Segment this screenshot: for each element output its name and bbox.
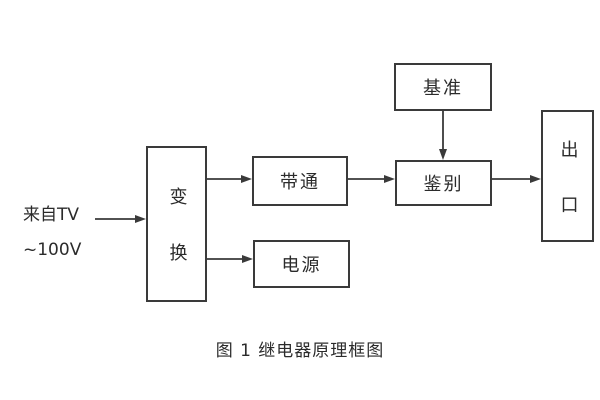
source-label: 来自TV ~100V: [23, 198, 81, 268]
arrow-source-to-transform: [95, 215, 146, 223]
node-power: 电源: [253, 240, 350, 288]
node-reference-label: 基准: [423, 78, 463, 99]
arrow-discriminator-to-outlet: [492, 175, 541, 183]
node-power-label: 电源: [281, 255, 322, 276]
node-discriminator-label: 鉴别: [423, 174, 464, 195]
node-bandpass: 带通: [252, 156, 348, 206]
node-outlet: 出口: [541, 110, 594, 250]
node-discriminator: 鉴别: [395, 160, 492, 206]
arrow-transform-to-power: [207, 255, 253, 263]
arrow-transform-to-bandpass: [207, 175, 252, 183]
arrow-reference-to-discriminator: [439, 111, 447, 160]
node-bandpass-label: 带通: [280, 172, 320, 193]
arrow-bandpass-to-discriminator: [348, 175, 395, 183]
node-outlet-label: 出口: [557, 139, 579, 250]
figure-caption: 图 1 继电器原理框图: [215, 341, 385, 361]
node-transform: 变换: [146, 146, 207, 302]
source-label-line2: ~100V: [23, 240, 82, 260]
node-reference: 基准: [394, 63, 492, 111]
node-transform-label: 变换: [166, 187, 188, 299]
source-label-line1: 来自TV: [23, 205, 80, 225]
